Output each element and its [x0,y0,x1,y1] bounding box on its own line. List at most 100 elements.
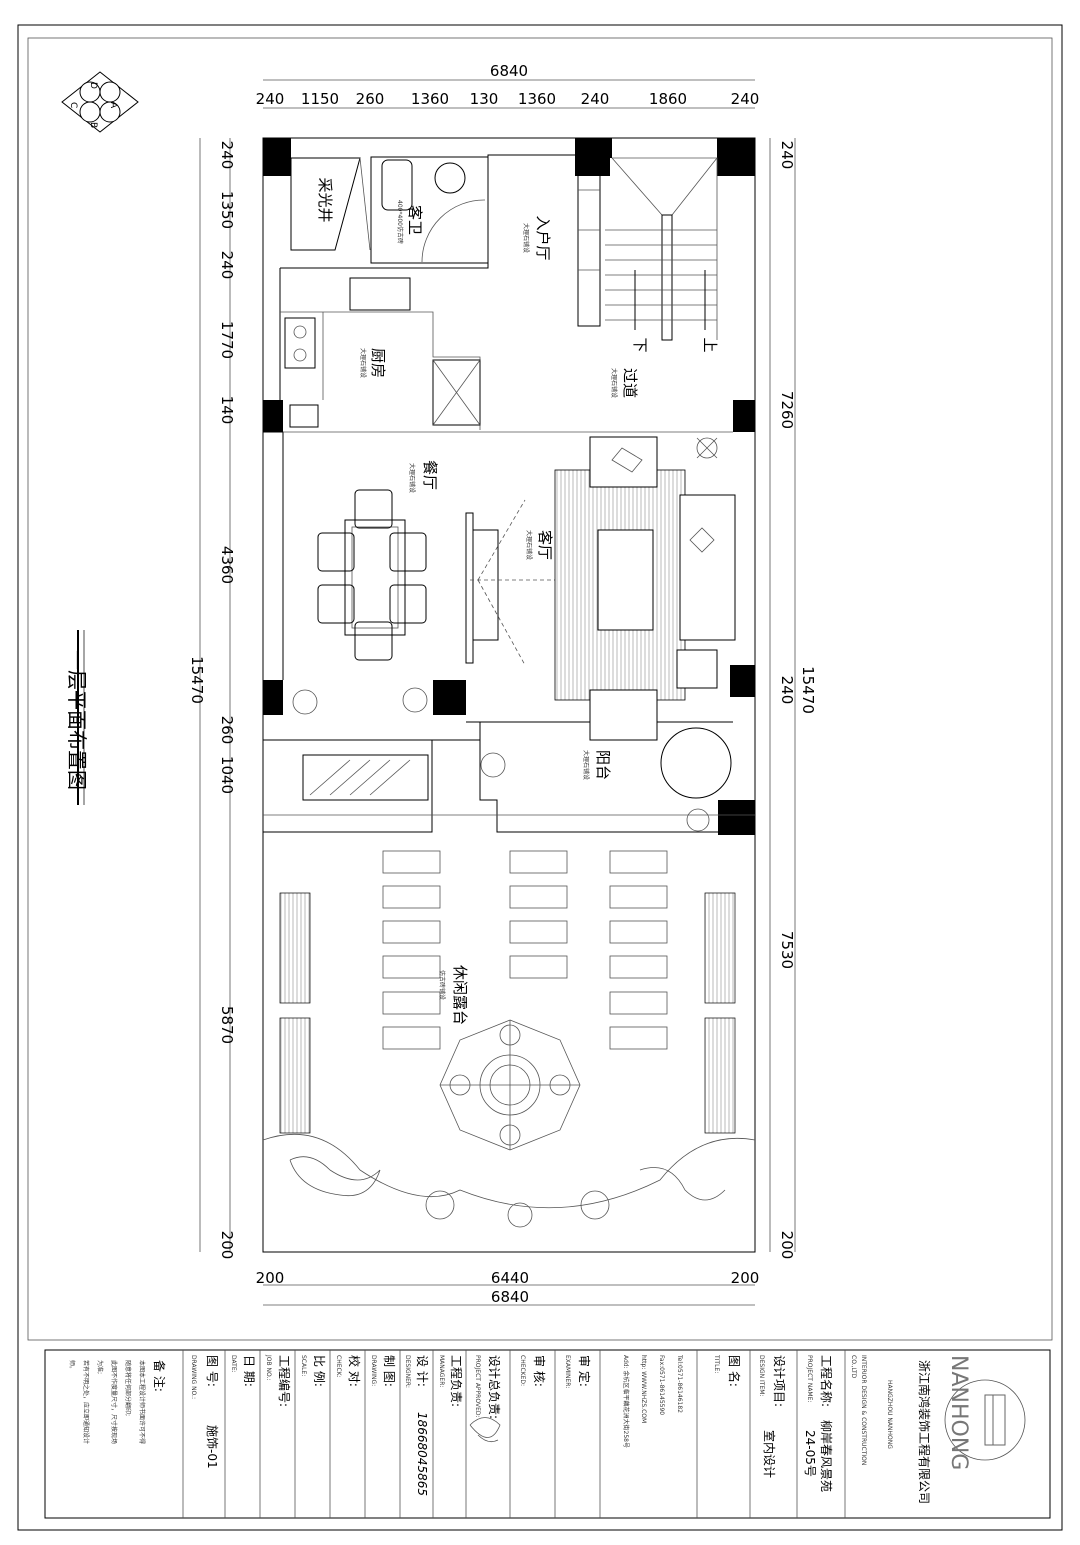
room-label-dining: 餐厅 [421,460,439,490]
umbrella-table [439,1019,581,1151]
room-label-guest-bath: 客卫 [406,205,424,235]
room-note: 大理石铺设 [359,348,367,378]
signature [469,1417,501,1443]
drawing-label: 制 图: [382,1355,396,1387]
room-label-kitchen: 厨房 [369,348,387,378]
designer-label-en: DESIGNER: [404,1355,411,1388]
stair-down-label: 下 [631,337,649,352]
scale-label-en: SCALE: [300,1355,307,1376]
company-address: Add: 余杭区临平藕花洲大街258号 [622,1355,630,1448]
dim-left: 5870 [218,1006,236,1044]
company-en: CO.,LTD [850,1355,857,1379]
room-label-corridor: 过道 [621,368,639,398]
dim-left: 1040 [218,756,236,794]
logo-text: NANHONG [946,1355,971,1470]
checked-label-en: CHECKED: [519,1355,526,1386]
drawing-no-label-en: DRAWING NO.: [190,1355,197,1399]
compass-c: C [68,102,78,108]
staircase: 下 上 [577,157,719,353]
dim-top: 1860 [649,90,687,108]
room-note: 大理石铺设 [522,223,530,253]
project-label: 工程名称: [819,1355,834,1407]
checked-label: 审 核: [532,1355,547,1387]
dim-left: 1770 [218,321,236,359]
room-label-balcony: 阳台 [594,750,612,780]
balcony: 阳台 大理石铺设 [302,727,732,801]
dim-left: 4360 [218,546,236,584]
plant-icon [292,687,710,832]
note-line: 本图本工程设计师书面许可不得 [138,1360,146,1444]
compass-b: B [88,122,98,128]
approved-label-en: PROJECT APPROVED: [474,1355,481,1418]
dim-left: 260 [218,716,236,745]
dim-top: 1360 [518,90,556,108]
dim-top-total: 6840 [490,62,528,80]
dim-left: 240 [218,141,236,170]
dim-top: 240 [731,90,760,108]
approved-label: 设计总负责: [487,1355,501,1419]
door-swing [421,199,486,263]
stair-up-label: 上 [701,337,719,352]
date-label-en: DATE: [230,1355,237,1373]
ceiling-light-icon [696,437,718,459]
dim-bottom: 6440 [491,1269,529,1287]
note-line: 师。 [68,1360,76,1372]
drawing-no-label: 图 号: [205,1355,219,1387]
title-block: NANHONG 浙江南鸿装饰工程有限公司 HANGZHOU NANHONG IN… [44,1349,1051,1519]
dim-left-total: 15470 [188,656,206,704]
dim-top: 240 [581,90,610,108]
company-logo: NANHONG [944,1355,1026,1470]
drawing-no-value: 施饰-01 [205,1425,219,1469]
cushion-icon [689,527,715,553]
design-item-label-en: DESIGN ITEM: [758,1355,765,1396]
job-label: 工程编号: [277,1355,292,1407]
dim-top: 130 [470,90,499,108]
job-label-en: JOB NO.: [265,1354,272,1380]
lightwell: 采光井 [290,157,371,251]
examiner-label-en: EXAMINER: [564,1355,571,1388]
dim-top: 1150 [301,90,339,108]
building-walls [262,137,756,1253]
dim-right: 200 [778,1231,796,1260]
project-number: 24-05号 [803,1430,817,1477]
examiner-label: 审 定: [577,1355,592,1387]
compass-icon: A B C D [61,71,139,133]
company-name: 浙江南鸿装饰工程有限公司 [917,1360,932,1504]
rock-garden [289,1156,381,1197]
design-item-value: 室内设计 [762,1430,777,1478]
dim-left: 1350 [218,191,236,229]
designer-label: 设 计: [415,1355,429,1387]
room-note: 大理石铺设 [408,463,416,493]
sink-icon [434,162,466,194]
dimension-labels: 6840 240 1150 260 1360 130 1360 240 1860… [188,62,817,1306]
title-label: 图 名: [727,1355,742,1387]
toilet-icon [381,159,413,211]
drawing-label-en: DRAWING: [370,1355,377,1386]
outer-frame [17,24,1063,1531]
garden-border [262,1133,756,1209]
designer-value: 18668045865 [415,1412,429,1496]
dimension-lines [199,79,796,1306]
scale-label: 比 例: [312,1355,326,1387]
dim-left: 140 [218,396,236,425]
company-tel: Tel:0571-86146182 [676,1354,683,1413]
note-line: 此图不作度量尺寸，尺寸按现场 [110,1360,118,1444]
design-item-label: 设计项目: [772,1355,786,1407]
notes-label: 备 注: [152,1360,167,1392]
dim-left: 200 [218,1231,236,1260]
manager-label-en: MANAGER: [438,1355,445,1387]
dim-right: 240 [778,141,796,170]
dim-bottom-total: 6840 [491,1288,529,1306]
room-note: 大理石铺设 [610,368,618,398]
dim-bottom: 200 [731,1269,760,1287]
living-sofa-set [554,436,736,741]
kitchen-sink-icon [349,277,411,311]
dim-top: 260 [356,90,385,108]
fridge-icon [432,359,481,426]
project-label-en: PROJECT NAME: [806,1355,813,1402]
dim-top: 1360 [411,90,449,108]
room-note: 大理石铺设 [525,530,533,560]
room-note: 大理石铺设 [582,750,590,780]
dim-left: 240 [218,251,236,280]
